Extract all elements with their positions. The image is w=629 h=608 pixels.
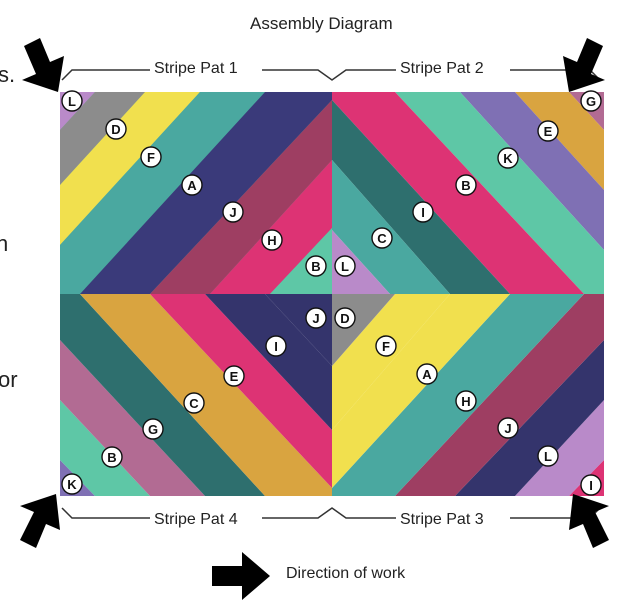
label-circle-q1-F: F: [140, 146, 162, 168]
direction-arrow-icon: [212, 552, 270, 600]
label-letter: A: [187, 178, 197, 193]
label-letter: D: [340, 311, 349, 326]
label-letter: E: [544, 124, 553, 139]
label-circle-q4-J: J: [497, 417, 519, 439]
quadrant-top-right: [332, 92, 604, 294]
label-circle-q1-L: L: [61, 90, 83, 112]
stripe-pattern-2-label: Stripe Pat 2: [398, 60, 486, 78]
label-circle-q4-I: I: [580, 474, 602, 496]
label-letter: C: [377, 231, 387, 246]
label-letter: D: [111, 122, 120, 137]
label-circle-q3-E: E: [223, 365, 245, 387]
label-circle-q3-I: I: [265, 335, 287, 357]
label-letter: F: [382, 339, 390, 354]
label-letter: A: [422, 367, 432, 382]
arrow-icon-top-left: [22, 38, 64, 92]
label-letter: G: [148, 422, 158, 437]
label-letter: K: [503, 151, 513, 166]
label-circle-q2-I: I: [412, 201, 434, 223]
label-letter: G: [586, 94, 596, 109]
stripe-pattern-4-label: Stripe Pat 4: [152, 511, 240, 529]
label-circle-q3-C: C: [183, 392, 205, 414]
label-circle-q2-C: C: [371, 227, 393, 249]
stripe-pattern-1-label: Stripe Pat 1: [152, 60, 240, 78]
label-letter: K: [67, 477, 77, 492]
arrow-icon-bottom-right: [569, 494, 609, 548]
label-circle-q3-J: J: [305, 307, 327, 329]
label-letter: B: [311, 259, 320, 274]
cut-off-text-2: n: [0, 231, 9, 256]
direction-of-work-label: Direction of work: [286, 565, 406, 582]
label-circle-q1-J: J: [222, 201, 244, 223]
stripe-pattern-3-label: Stripe Pat 3: [398, 511, 486, 529]
label-letter: L: [68, 94, 76, 109]
label-circle-q4-D: D: [334, 307, 356, 329]
label-circle-q2-L: L: [334, 255, 356, 277]
cut-off-text-1: s.: [0, 62, 16, 87]
label-circle-q1-H: H: [261, 229, 283, 251]
label-letter: L: [544, 449, 552, 464]
arrow-icon-bottom-left: [20, 494, 60, 548]
label-circle-q3-B: B: [101, 446, 123, 468]
label-letter: H: [461, 394, 470, 409]
label-circle-q2-E: E: [537, 120, 559, 142]
label-letter: B: [461, 178, 470, 193]
label-letter: C: [189, 396, 199, 411]
label-circle-q4-L: L: [537, 445, 559, 467]
label-circle-q1-A: A: [181, 174, 203, 196]
quadrant-bottom-left: [60, 294, 332, 496]
label-circle-q4-F: F: [375, 335, 397, 357]
diagram-title: Assembly Diagram: [250, 14, 393, 33]
label-circle-q3-K: K: [61, 473, 83, 495]
label-circle-q4-A: A: [416, 363, 438, 385]
cut-off-text-3: or: [0, 367, 18, 392]
label-letter: E: [230, 369, 239, 384]
label-circle-q2-B: B: [455, 174, 477, 196]
bracket-bottom: [61, 507, 601, 519]
arrow-icon-top-right: [563, 38, 605, 92]
label-circle-q3-G: G: [142, 418, 164, 440]
label-circle-q2-K: K: [497, 147, 519, 169]
label-circle-q1-B: B: [305, 255, 327, 277]
label-circle-q4-H: H: [455, 390, 477, 412]
label-letter: J: [504, 421, 511, 436]
label-letter: H: [267, 233, 276, 248]
label-circle-q2-G: G: [580, 90, 602, 112]
label-letter: F: [147, 150, 155, 165]
label-letter: I: [589, 478, 593, 493]
label-letter: L: [341, 259, 349, 274]
label-letter: J: [312, 311, 319, 326]
label-letter: J: [229, 205, 236, 220]
label-circle-q1-D: D: [105, 118, 127, 140]
bracket-top: [61, 69, 601, 81]
label-letter: B: [107, 450, 116, 465]
label-letter: I: [274, 339, 278, 354]
label-letter: I: [421, 205, 425, 220]
